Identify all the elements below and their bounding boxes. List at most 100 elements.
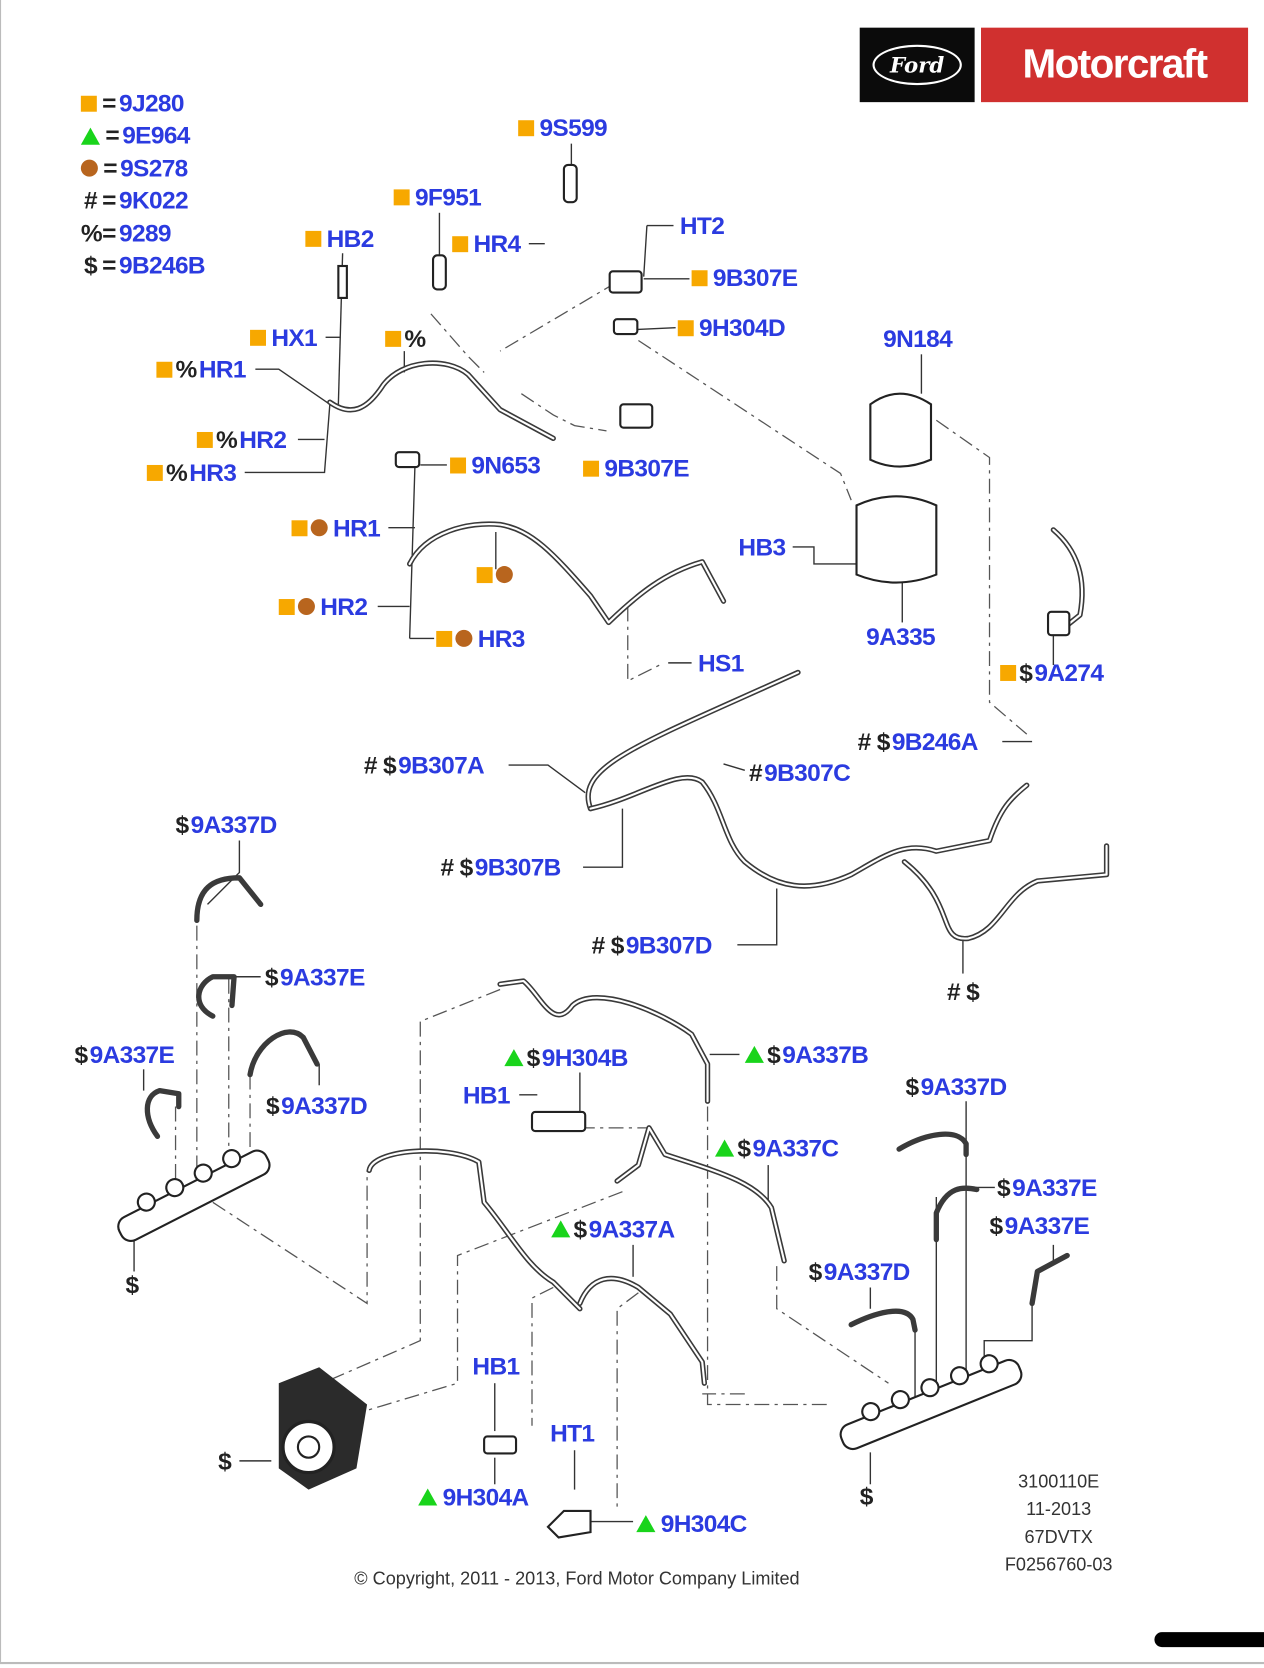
- orange-square-icon: [518, 119, 535, 136]
- callout-symbol-prefix: $: [264, 962, 279, 991]
- callout-symbol-prefix: $: [996, 1173, 1011, 1202]
- callout-9a337e[interactable]: $9A337E: [990, 1212, 1090, 1240]
- callout-9a337c[interactable]: $9A337C: [715, 1134, 839, 1162]
- green-triangle-icon: [744, 1045, 764, 1063]
- callout-9a337e[interactable]: $9A337E: [997, 1174, 1097, 1202]
- callout-9b307b[interactable]: # $9B307B: [440, 853, 561, 881]
- callout-9f951[interactable]: 9F951: [393, 183, 482, 211]
- part-number: 9A337E: [1012, 1173, 1097, 1202]
- callout-9b307e[interactable]: 9B307E: [583, 454, 690, 482]
- orange-square-icon: [452, 235, 469, 252]
- callout-hb1[interactable]: HB1: [470, 1352, 520, 1380]
- bracket-9B307E-lower: [619, 403, 654, 429]
- callout-hr2[interactable]: HR2: [278, 593, 368, 620]
- callout-9a337d[interactable]: $9A337D: [905, 1072, 1008, 1101]
- bracket-9H304A: [483, 1435, 518, 1455]
- callout-hr2[interactable]: %HR2: [196, 426, 287, 453]
- part-number: HR3: [189, 458, 237, 487]
- orange-square-icon: [583, 460, 600, 477]
- callout-9a337a[interactable]: $9A337A: [551, 1215, 675, 1243]
- callout-marker[interactable]: %: [385, 324, 427, 353]
- high-pressure-fuel-pump: [278, 1367, 368, 1490]
- callout-9h304d[interactable]: 9H304D: [677, 314, 786, 342]
- filter-housing-9A335: [855, 495, 938, 584]
- callout-hr3[interactable]: HR3: [436, 625, 525, 652]
- part-number: HR1: [198, 355, 247, 384]
- part-number: 9A337D: [920, 1072, 1008, 1101]
- callout-hb2[interactable]: HB2: [305, 224, 375, 253]
- callout-9a337e[interactable]: $9A337E: [265, 963, 365, 991]
- figure-number: F0256760-03: [1004, 1554, 1113, 1575]
- orange-square-icon: [305, 230, 322, 247]
- callout-9h304a[interactable]: 9H304A: [418, 1483, 530, 1511]
- callout-9a337d[interactable]: $9A337D: [266, 1091, 368, 1120]
- part-number: 9B307E: [604, 454, 689, 482]
- callout-symbol-prefix: %: [404, 324, 426, 353]
- legend: =9J280 =9E964 =9S278 #=9K022 %=9289 $=9B…: [80, 87, 206, 282]
- part-number: 9A337D: [281, 1091, 368, 1120]
- callout-marker[interactable]: $: [218, 1447, 233, 1475]
- callout-9h304c[interactable]: 9H304C: [636, 1510, 747, 1537]
- part-number: 9H304A: [442, 1483, 530, 1511]
- part-number: HT2: [679, 211, 725, 240]
- green-triangle-icon: [504, 1049, 524, 1067]
- callout-9a337d[interactable]: $9A337D: [176, 811, 278, 839]
- callout-9b307d[interactable]: # $9B307D: [592, 931, 713, 959]
- callout-9b307c[interactable]: #9B307C: [749, 758, 851, 787]
- fuel-filter-9N184: [869, 392, 933, 468]
- orange-square-icon: [691, 269, 708, 286]
- callout-hb1[interactable]: HB1: [461, 1081, 511, 1109]
- callout-9a274[interactable]: $9A274: [1000, 659, 1104, 686]
- fuel-lines: [144, 360, 1085, 1386]
- callout-9s599[interactable]: 9S599: [518, 114, 608, 142]
- callout-9a337e[interactable]: $9A337E: [74, 1041, 174, 1069]
- callout-hr1[interactable]: %HR1: [156, 355, 247, 384]
- callout-9b307a[interactable]: # $9B307A: [363, 751, 485, 779]
- callout-hr4[interactable]: HR4: [452, 229, 521, 258]
- callout-symbol-prefix: $: [989, 1211, 1004, 1240]
- callout-symbol-prefix: $: [808, 1257, 823, 1286]
- callout-marker[interactable]: [476, 566, 518, 584]
- callout-symbol-prefix: # $: [363, 751, 397, 779]
- assembly-dash-lines: [174, 281, 1028, 1511]
- callout-symbol-prefix: $: [859, 1482, 874, 1510]
- ford-logo: Ford: [859, 27, 975, 103]
- callout-9h304b[interactable]: $9H304B: [504, 1044, 628, 1071]
- callout-marker[interactable]: $: [860, 1482, 875, 1510]
- callout-9b307e[interactable]: 9B307E: [691, 264, 798, 292]
- part-number: HB2: [326, 224, 375, 253]
- callout-symbol-prefix: $: [74, 1040, 88, 1069]
- callout-hb3[interactable]: HB3: [736, 533, 786, 561]
- callout-symbol-prefix: #: [749, 758, 763, 787]
- callout-marker[interactable]: # $: [947, 978, 981, 1006]
- orange-square-icon: [1000, 664, 1017, 681]
- callout-9a337d[interactable]: $9A337D: [808, 1257, 911, 1286]
- part-number: HR1: [333, 513, 381, 542]
- callout-ht2[interactable]: HT2: [678, 211, 725, 240]
- callout-marker[interactable]: $: [126, 1270, 141, 1298]
- callout-hr3[interactable]: %HR3: [146, 458, 237, 487]
- callout-9a337b[interactable]: $9A337B: [744, 1040, 869, 1069]
- callout-hs1[interactable]: HS1: [696, 649, 744, 677]
- callout-9b246a[interactable]: # $9B246A: [858, 728, 979, 756]
- bracket-9H304B: [530, 1110, 587, 1133]
- orange-square-icon: [476, 566, 493, 583]
- callout-ht1[interactable]: HT1: [548, 1419, 595, 1447]
- part-number: 9A337E: [1004, 1211, 1090, 1240]
- callout-hr1[interactable]: HR1: [291, 513, 381, 542]
- part-number: HR4: [473, 229, 521, 258]
- callout-hx1[interactable]: HX1: [250, 323, 318, 351]
- green-triangle-icon: [715, 1139, 735, 1157]
- callout-9n184[interactable]: 9N184: [881, 325, 953, 353]
- orange-square-icon: [393, 188, 410, 205]
- callout-9a335[interactable]: 9A335: [864, 622, 936, 650]
- scroll-indicator[interactable]: [1154, 1632, 1264, 1648]
- callout-9n653[interactable]: 9N653: [450, 451, 541, 479]
- orange-square-icon: [146, 464, 163, 481]
- callout-symbol-prefix: $: [767, 1040, 781, 1069]
- orange-square-icon: [450, 456, 467, 473]
- part-number: HB3: [738, 533, 786, 561]
- orange-square-icon: [291, 519, 308, 536]
